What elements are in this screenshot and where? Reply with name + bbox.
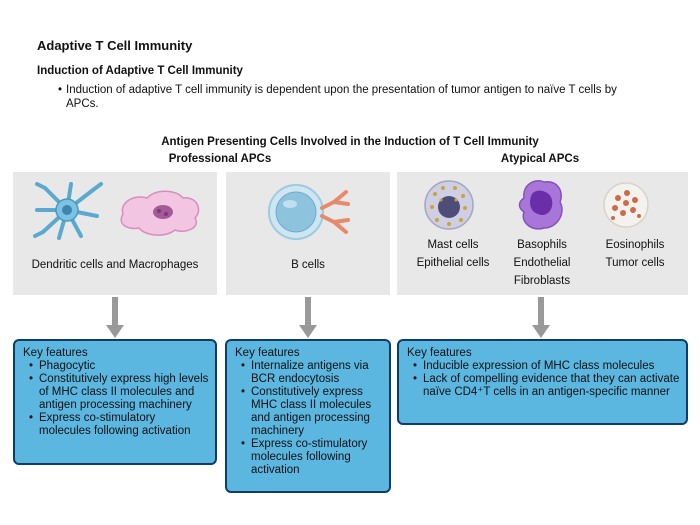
panel-dendritic-macrophages: Dendritic cells and Macrophages [13,172,217,295]
feature-item: Inducible expression of MHC class molecu… [407,360,680,373]
key-features-title: Key features [23,347,88,359]
label-tumor-cells: Tumor cells [605,257,665,269]
atypical-apcs-title: Atypical APCs [500,153,580,165]
feature-item: Lack of compelling evidence that they ca… [407,373,680,399]
bullet-marker: • [58,84,63,96]
feature-item: Internalize antigens via BCR endocytosis [235,360,383,386]
label-eosinophils-group: Eosinophils Tumor cells [585,236,685,272]
key-features-dendritic-box: Key features Phagocytic Constitutively e… [13,339,217,465]
b-cell-icon [268,184,350,240]
label-dendritic-macrophages: Dendritic cells and Macrophages [31,259,199,271]
key-features-title: Key features [235,347,300,359]
feature-item: Express co-stimulatory molecules followi… [235,438,383,477]
dendritic-cell-icon [33,182,103,240]
label-mast-cells: Mast cells [427,239,479,251]
mast-cell-icon [424,180,474,230]
professional-apcs-title: Professional APCs [168,153,272,165]
intro-bullet: • Induction of adaptive T cell immunity … [58,83,626,111]
panel-b-cells: B cells [226,172,390,295]
eosinophil-icon [603,182,649,228]
feature-item: Express co-stimulatory molecules followi… [23,412,209,438]
key-features-b-cells-box: Key features Internalize antigens via BC… [225,339,391,493]
label-basophils-group: Basophils Endothelial Fibroblasts [497,236,587,290]
arrow-down-icon [299,297,317,338]
label-b-cells: B cells [291,259,325,271]
arrow-down-icon [532,297,550,338]
arrow-down-icon [106,297,124,338]
label-endothelial: Endothelial [513,257,571,269]
label-epithelial-cells: Epithelial cells [416,257,490,269]
key-features-atypical-box: Key features Inducible expression of MHC… [397,339,688,425]
intro-bullet-text: Induction of adaptive T cell immunity is… [66,84,617,110]
label-fibroblasts: Fibroblasts [513,275,571,287]
feature-item: Phagocytic [23,360,209,373]
feature-item: Constitutively express high levels of MH… [23,373,209,412]
key-features-title: Key features [407,347,472,359]
diagram-title: Antigen Presenting Cells Involved in the… [161,136,539,148]
section-subtitle: Induction of Adaptive T Cell Immunity [37,65,243,77]
label-mast-epithelial: Mast cells Epithelial cells [405,236,501,272]
panel-atypical-apcs: Mast cells Epithelial cells Basophils En… [397,172,688,295]
macrophage-icon [120,190,200,236]
basophil-icon [518,180,563,230]
feature-item: Constitutively express MHC class II mole… [235,386,383,438]
page-title: Adaptive T Cell Immunity [37,38,193,53]
label-basophils: Basophils [517,239,567,251]
label-eosinophils: Eosinophils [605,239,665,251]
